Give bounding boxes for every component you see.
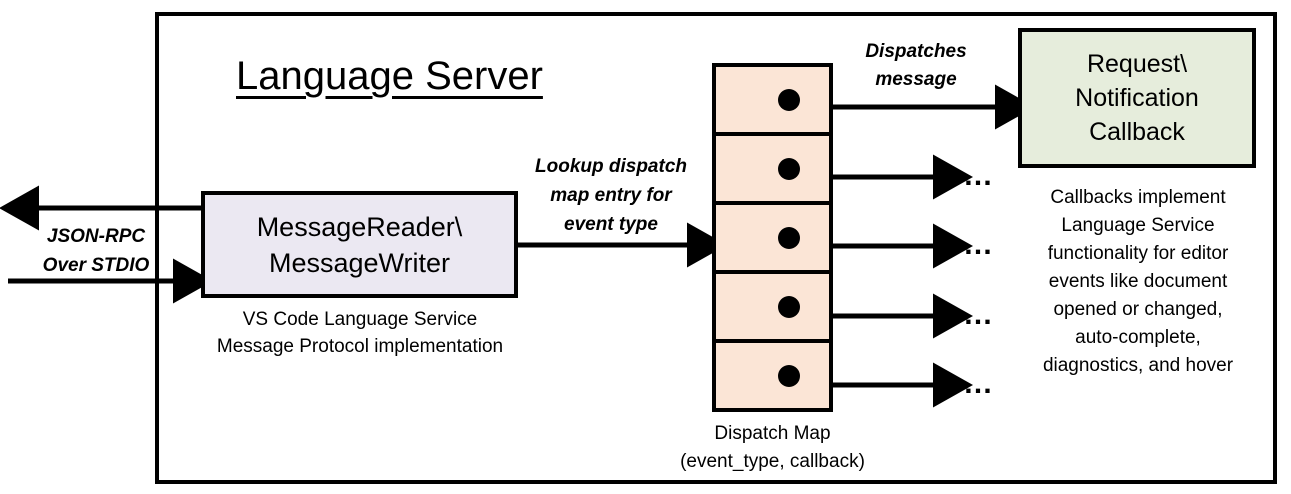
jsonrpc-label-line2: Over STDIO: [42, 255, 150, 276]
callback-caption: Callbacks implement Language Service fun…: [1003, 184, 1273, 380]
callback-line1: Request\: [1086, 50, 1188, 78]
dispatch-map-table[interactable]: [712, 63, 833, 412]
dispatch-continuation-ellipsis: …: [963, 159, 997, 192]
dispatch-map-caption-line2: (event_type, callback): [680, 451, 865, 472]
dispatch-map-row[interactable]: [716, 136, 829, 205]
callback-caption-line1: Callbacks implement: [1050, 187, 1226, 208]
lookup-dispatch-label: Lookup dispatch map entry for event type: [518, 152, 704, 239]
callback-caption-line2: Language Service: [1061, 215, 1215, 236]
callback-caption-line7: diagnostics, and hover: [1042, 355, 1234, 376]
message-reader-caption: VS Code Language Service Message Protoco…: [190, 306, 530, 360]
callback-caption-line6: auto-complete,: [1075, 327, 1201, 348]
lookup-label-line3: event type: [564, 214, 658, 235]
dispatch-map-row[interactable]: [716, 274, 829, 343]
dispatch-continuation-ellipsis: …: [963, 228, 997, 261]
lookup-label-line1: Lookup dispatch: [535, 156, 687, 177]
callback-caption-line5: opened or changed,: [1053, 299, 1223, 320]
callback-caption-line3: functionality for editor: [1047, 243, 1229, 264]
lookup-label-line2: map entry for: [550, 185, 672, 206]
dispatches-message-label: Dispatches message: [836, 38, 996, 94]
entry-dot-icon: [778, 364, 800, 387]
callback-line3: Callback: [1089, 118, 1185, 146]
language-server-container: [155, 12, 1277, 484]
jsonrpc-label-line1: JSON-RPC: [46, 226, 146, 247]
dispatch-map-caption-line1: Dispatch Map: [714, 423, 831, 444]
dispatch-map-caption: Dispatch Map (event_type, callback): [645, 420, 900, 476]
entry-dot-icon: [778, 88, 800, 111]
request-notification-callback-box[interactable]: Request\ Notification Callback: [1018, 28, 1256, 168]
callback-caption-line4: events like document: [1048, 271, 1228, 292]
dispatch-map-row[interactable]: [716, 205, 829, 274]
message-reader-caption-line1: VS Code Language Service: [242, 309, 478, 330]
entry-dot-icon: [778, 295, 800, 318]
message-reader-writer-box[interactable]: MessageReader\ MessageWriter: [201, 191, 518, 298]
dispatch-map-row[interactable]: [716, 67, 829, 136]
dispatches-label-line1: Dispatches: [865, 41, 967, 62]
message-reader-line2: MessageWriter: [268, 247, 451, 278]
dispatch-map-row[interactable]: [716, 343, 829, 408]
dispatch-continuation-ellipsis: …: [963, 298, 997, 331]
jsonrpc-channel-label: JSON-RPC Over STDIO: [26, 222, 166, 280]
dispatch-continuation-ellipsis: …: [963, 367, 997, 400]
message-reader-line1: MessageReader\: [256, 211, 463, 242]
page-title: Language Server: [236, 54, 543, 98]
message-reader-caption-line2: Message Protocol implementation: [216, 336, 504, 357]
callback-line2: Notification: [1075, 84, 1199, 112]
dispatches-label-line2: message: [875, 69, 957, 90]
entry-dot-icon: [778, 226, 800, 249]
entry-dot-icon: [778, 157, 800, 180]
